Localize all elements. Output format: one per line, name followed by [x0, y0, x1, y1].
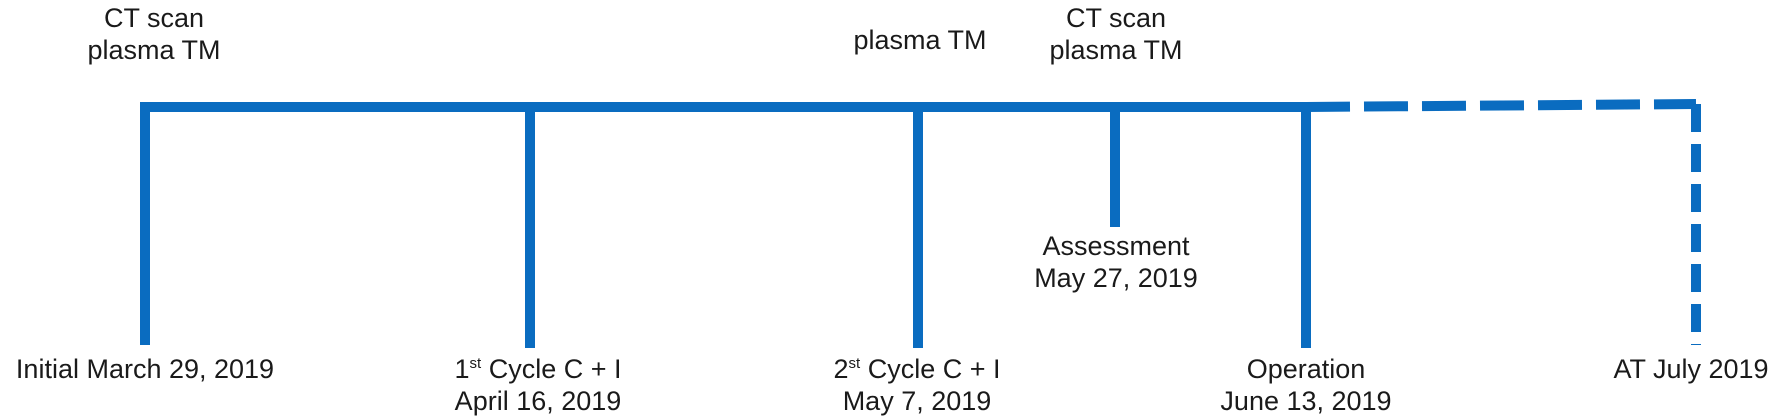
event-initial-top-label: CT scan plasma TM — [87, 3, 221, 65]
event-operation-bottom-label: Operation June 13, 2019 — [1220, 354, 1392, 416]
event-cycle-2-bottom-label: 2st Cycle C + I May 7, 2019 — [833, 354, 1001, 416]
timeline-axis-dashed — [1305, 99, 1697, 112]
ordinal-suffix: st — [469, 355, 482, 372]
event-cycle-1-bottom-label: 1st Cycle C + I April 16, 2019 — [454, 354, 622, 416]
event-at-bottom-label: AT July 2019 — [1613, 354, 1768, 384]
event-initial-bottom-label: Initial March 29, 2019 — [15, 354, 275, 384]
event-assessment-bottom-label: Assessment May 27, 2019 — [1034, 231, 1198, 293]
ordinal-suffix: st — [848, 355, 861, 372]
event-cycle-2-top-label: plasma TM — [853, 25, 987, 55]
event-assessment-top-label: CT scan plasma TM — [1049, 3, 1183, 65]
